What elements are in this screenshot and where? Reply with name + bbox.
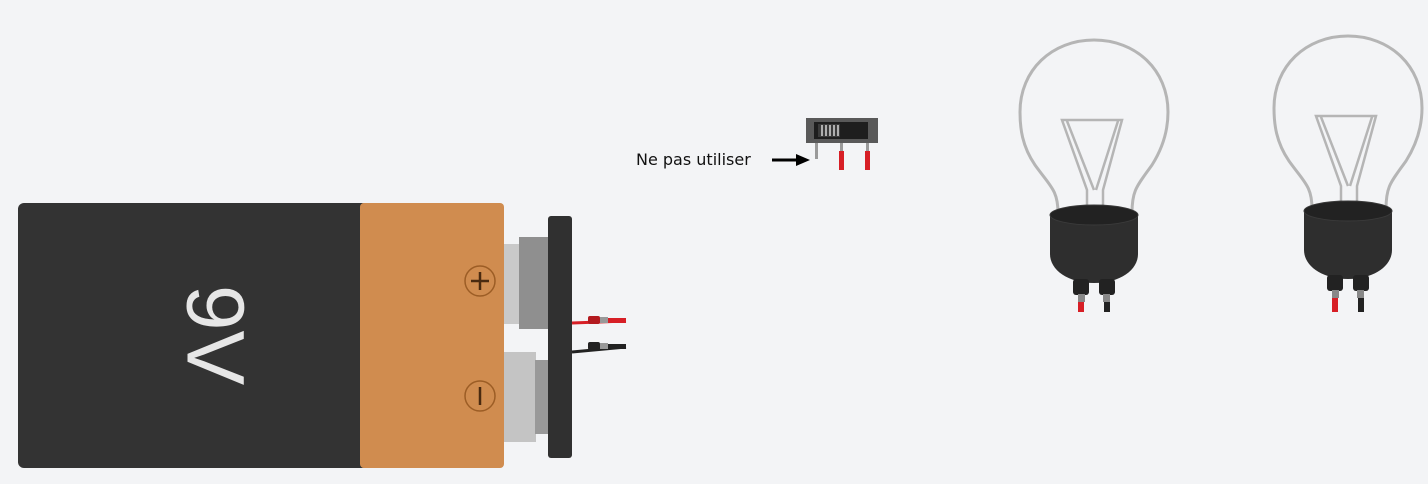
switch-knob[interactable] xyxy=(818,124,840,137)
do-not-use-label: Ne pas utiliser xyxy=(636,150,751,169)
bulb-glass xyxy=(1018,38,1170,214)
battery-black-lead[interactable] xyxy=(571,342,627,354)
battery-9v[interactable]: 9V xyxy=(18,203,627,468)
arrow-right-icon xyxy=(772,154,810,166)
positive-terminal[interactable] xyxy=(504,237,551,329)
bulb-filament xyxy=(1060,118,1124,213)
bulb-filament xyxy=(1314,114,1378,209)
bulb-base xyxy=(1050,215,1138,283)
negative-terminal[interactable] xyxy=(504,352,549,442)
light-bulb-2[interactable] xyxy=(1272,34,1424,312)
bulb-pin-black[interactable] xyxy=(1358,298,1364,312)
battery-band xyxy=(360,203,504,468)
battery-voltage-label: 9V xyxy=(170,285,261,386)
battery-red-lead[interactable] xyxy=(571,316,627,325)
minus-marker xyxy=(464,380,496,412)
bulb-glass xyxy=(1272,34,1424,210)
bulb-pin-red[interactable] xyxy=(1078,302,1084,312)
battery-body xyxy=(18,203,368,468)
bulb-pin-black[interactable] xyxy=(1104,302,1110,312)
switch-pins[interactable] xyxy=(815,143,870,170)
battery-snap-connector xyxy=(548,216,572,458)
light-bulb-1[interactable] xyxy=(1018,38,1170,312)
bulb-pin-red[interactable] xyxy=(1332,298,1338,312)
bulb-base xyxy=(1304,211,1392,279)
plus-marker xyxy=(464,265,496,297)
slide-switch[interactable] xyxy=(806,118,878,170)
